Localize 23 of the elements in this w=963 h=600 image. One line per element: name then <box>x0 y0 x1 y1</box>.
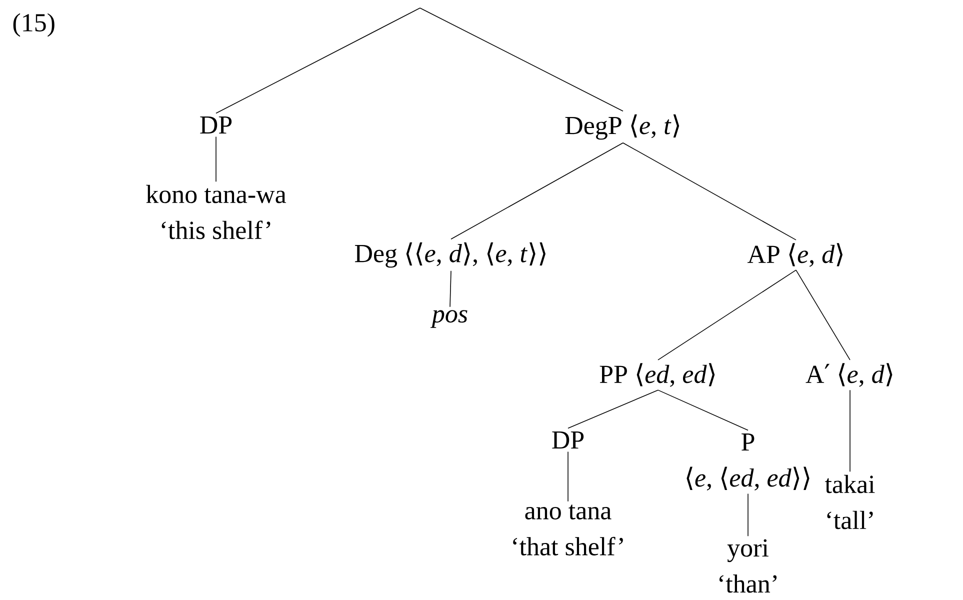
tree-branch <box>568 390 658 429</box>
tree-label: PP ⟨ed, ed⟩ <box>600 363 715 387</box>
tree-label: DP <box>552 431 584 449</box>
tree-label: A′ ⟨e, d⟩ <box>806 363 892 387</box>
tree-label: kono tana-wa ‘this shelf’ <box>146 184 286 240</box>
tree-branch <box>658 270 796 360</box>
tree-label: pos <box>430 310 468 328</box>
example-number: (15) <box>13 13 54 37</box>
tree-label: yori ‘than’ <box>719 539 777 593</box>
tree-branch <box>658 390 748 431</box>
tree-label: DegP ⟨e, t⟩ <box>565 114 680 140</box>
tree-label: DP <box>200 116 232 134</box>
tree-branch <box>216 8 420 114</box>
tree-label: Deg ⟨⟨e, d⟩, ⟨e, t⟩⟩ <box>354 242 546 268</box>
tree-branch <box>420 8 624 112</box>
tree-label: ano tana ‘that shelf’ <box>513 504 623 556</box>
tree-label: takai ‘tall’ <box>825 474 875 530</box>
tree-label: P ⟨e, ⟨ed, ed⟩⟩ <box>686 433 810 491</box>
tree-branch <box>622 142 796 240</box>
tree-branch <box>450 142 624 240</box>
tree-branch <box>796 270 850 360</box>
tree-label: AP ⟨e, d⟩ <box>747 243 842 267</box>
tree-branch <box>450 270 452 308</box>
